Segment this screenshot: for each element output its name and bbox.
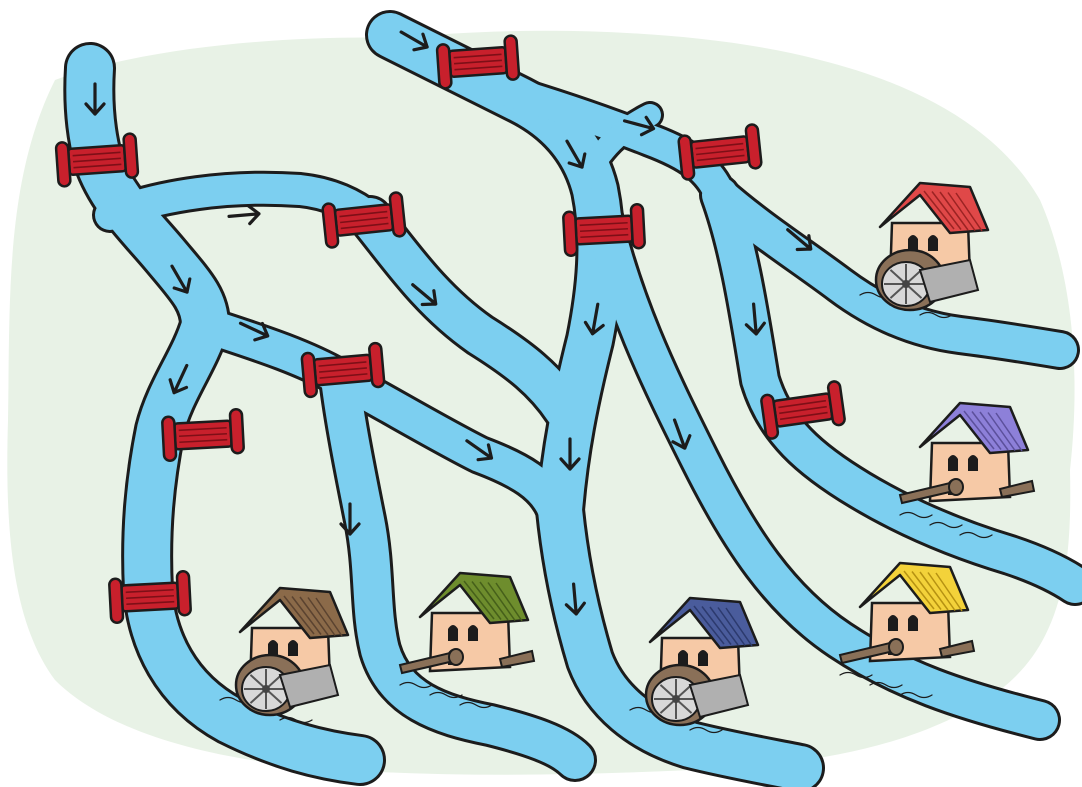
river-mill-puzzle-scene xyxy=(0,0,1082,787)
